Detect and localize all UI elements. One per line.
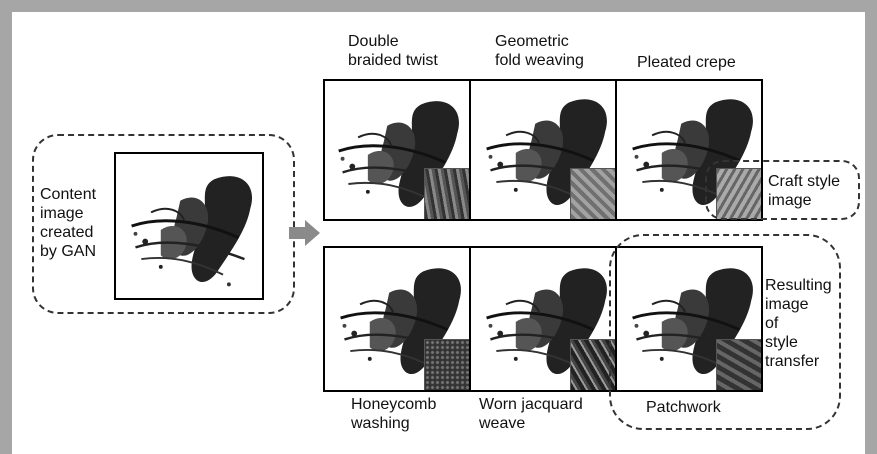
style-label-double-braided-twist: Double braided twist [348, 32, 438, 70]
content-image-label: Content image created by GAN [40, 185, 96, 261]
craft-style-label: Craft style image [768, 172, 840, 210]
content-label-line: image [40, 204, 96, 223]
style-label-line: washing [351, 414, 436, 433]
style-label-line: fold weaving [495, 51, 584, 70]
style-label-honeycomb-washing: Honeycomb washing [351, 395, 436, 433]
result-label-line: of [765, 314, 832, 333]
content-label-line: Content [40, 185, 96, 204]
result-image-double-braided-twist [323, 79, 471, 221]
content-label-line: by GAN [40, 242, 96, 261]
style-label-line: weave [479, 414, 583, 433]
content-label-line: created [40, 223, 96, 242]
style-label-line: Pleated crepe [637, 53, 736, 72]
style-label-worn-jacquard-weave: Worn jacquard weave [479, 395, 583, 433]
result-image-worn-jacquard-weave [469, 246, 617, 392]
result-label-line: transfer [765, 352, 832, 371]
right-arrow-icon [289, 220, 321, 246]
result-label: Resulting image of style transfer [765, 276, 832, 371]
style-swatch [424, 339, 469, 390]
style-swatch [424, 168, 469, 219]
diagram-canvas: Content image created by GAN Double brai… [12, 12, 865, 454]
result-label-line: image [765, 295, 832, 314]
craft-style-label-line: Craft style [768, 172, 840, 191]
craft-style-label-line: image [768, 191, 840, 210]
style-label-geometric-fold-weaving: Geometric fold weaving [495, 32, 584, 70]
style-label-line: Honeycomb [351, 395, 436, 414]
style-swatch [570, 168, 615, 219]
style-label-pleated-crepe: Pleated crepe [637, 53, 736, 72]
style-label-line: Patchwork [646, 398, 721, 417]
result-label-line: Resulting [765, 276, 832, 295]
result-image-honeycomb-washing [323, 246, 471, 392]
style-label-patchwork: Patchwork [646, 398, 721, 417]
style-label-line: Worn jacquard [479, 395, 583, 414]
style-label-line: Double [348, 32, 438, 51]
result-image-geometric-fold-weaving [469, 79, 617, 221]
style-label-line: Geometric [495, 32, 584, 51]
style-label-line: braided twist [348, 51, 438, 70]
result-label-line: style [765, 333, 832, 352]
content-image [114, 152, 264, 300]
